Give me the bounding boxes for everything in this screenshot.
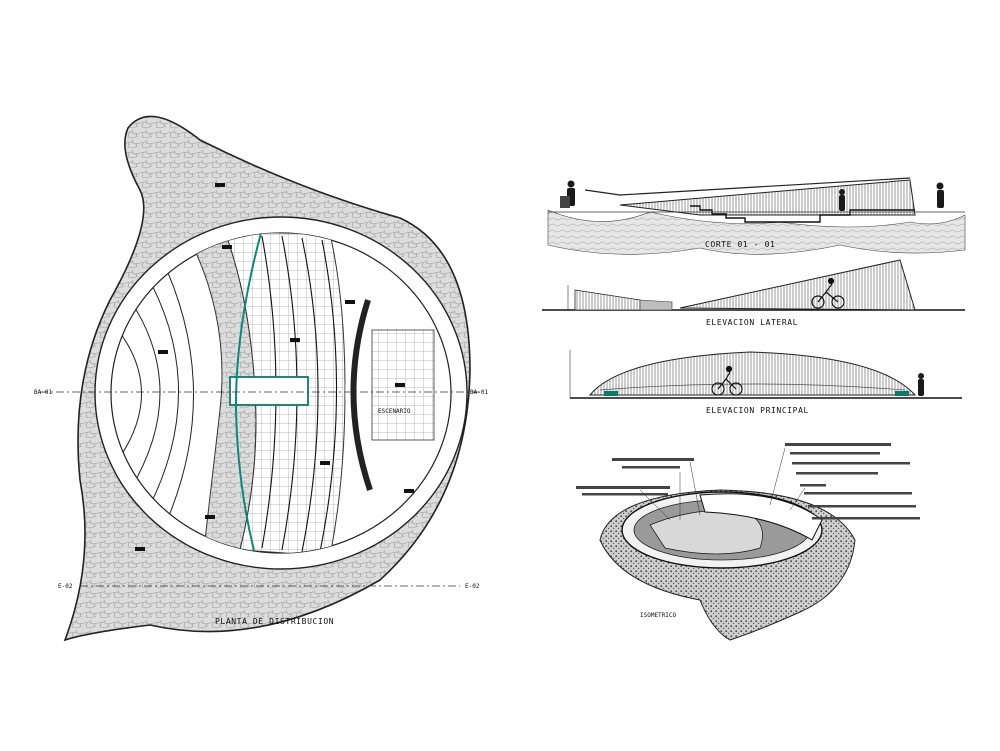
front-elevation: ELEVACION PRINCIPAL xyxy=(569,350,962,415)
plan-marker-left: BA-01 xyxy=(34,389,52,396)
plan-level-marks xyxy=(135,183,414,551)
side-elevation: ELEVACION LATERAL xyxy=(542,259,965,327)
plan-left-seating-arcs xyxy=(117,254,194,533)
iso-roof-shell xyxy=(699,493,823,541)
iso-annotations xyxy=(576,443,920,520)
iso-seating xyxy=(649,509,763,555)
plan-stage-curve-inner xyxy=(345,301,366,489)
side-small-wedge xyxy=(574,289,641,311)
iso-leaders xyxy=(639,447,806,521)
plan-green-axis-line xyxy=(234,233,269,553)
front-left-planter xyxy=(604,391,618,396)
plan-marker-right: BA-01 xyxy=(470,389,488,396)
front-elevation-title: ELEVACION PRINCIPAL xyxy=(706,406,809,415)
section-title: CORTE 01 - 01 xyxy=(705,240,775,249)
section-people xyxy=(560,180,944,211)
plan-marker-bottom-left: E-02 xyxy=(58,583,73,590)
front-dome-base xyxy=(599,383,906,391)
side-low-mass xyxy=(639,299,673,311)
side-cyclist xyxy=(811,277,845,309)
section-ground-fill xyxy=(547,209,966,255)
isometric-title: ISOMETRICO xyxy=(640,612,677,619)
section-steps xyxy=(690,205,915,223)
front-cyclist xyxy=(711,365,743,396)
section-drawing: CORTE 01 - 01 xyxy=(547,177,966,255)
isometric-view: ISOMETRICO xyxy=(576,443,920,641)
plan-cross-walk xyxy=(229,376,309,406)
plan-title: PLANTA DE DISTRIBUCION xyxy=(215,617,334,626)
front-person xyxy=(918,373,924,396)
front-right-planter xyxy=(895,391,909,396)
section-roof-line xyxy=(584,177,911,196)
plan-stage-curve xyxy=(350,299,373,491)
front-dome xyxy=(588,351,917,396)
floor-plan: BA-01 BA-01 E-02 E-02 ESCENARIO PLANTA D… xyxy=(34,115,488,642)
plan-room-label: ESCENARIO xyxy=(378,408,411,415)
side-main-wedge xyxy=(679,259,916,311)
side-elevation-title: ELEVACION LATERAL xyxy=(706,318,798,327)
plan-marker-bottom-right: E-02 xyxy=(465,583,480,590)
